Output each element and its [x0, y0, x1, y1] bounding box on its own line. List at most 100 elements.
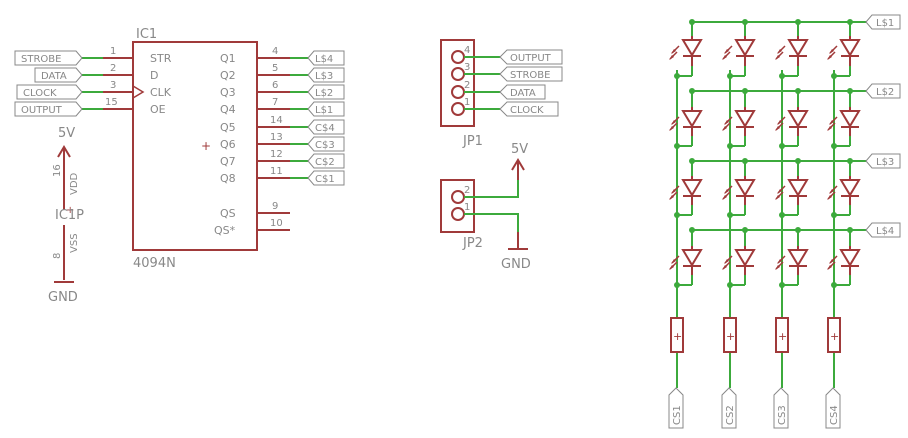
pin-number: 2 — [110, 63, 116, 74]
pin-number: 1 — [464, 202, 470, 213]
pin-name: QS — [220, 207, 236, 220]
svg-text:DATA: DATA — [41, 71, 67, 82]
pin-number: 15 — [105, 97, 118, 108]
pin-name: CLK — [150, 86, 172, 99]
vdd-pin-number: 16 — [52, 164, 63, 177]
led-icon — [827, 107, 861, 136]
led-icon — [775, 176, 809, 205]
net-label-c4: C$4 — [307, 119, 345, 135]
jp1-pins: 4 3 2 1 — [451, 45, 500, 116]
pin-name: D — [150, 69, 158, 82]
junction-dot — [831, 282, 837, 288]
net-label-strobe: STROBE — [14, 50, 83, 66]
junction-dot — [847, 158, 853, 164]
net-label-cs4: CS4 — [825, 387, 841, 429]
svg-text:CLOCK: CLOCK — [510, 105, 544, 116]
jp1-name: JP1 — [462, 134, 483, 149]
ic1-right-net-labels: L$4 L$3 L$2 L$1 C$4 C$3 — [307, 50, 345, 186]
junction-dot — [831, 73, 837, 79]
supply-5v-label: 5V — [58, 126, 75, 141]
vss-label: VSS — [69, 233, 80, 253]
resistor-mark: + — [673, 330, 682, 343]
junction-dot — [689, 158, 695, 164]
led-icon — [827, 246, 861, 275]
junction-dot — [847, 88, 853, 94]
junction-dot — [727, 143, 733, 149]
resistor-mark: + — [830, 330, 839, 343]
led-icon — [722, 246, 756, 275]
svg-text:L$2: L$2 — [315, 88, 333, 99]
pin-name: Q7 — [220, 155, 236, 168]
pin-number: 14 — [270, 115, 283, 126]
junction-dot — [742, 88, 748, 94]
ground-label: GND — [501, 257, 531, 272]
svg-text:L$4: L$4 — [315, 54, 333, 65]
led-icon — [669, 107, 703, 136]
net-label-strobe: STROBE — [499, 66, 563, 82]
pin-number: 3 — [464, 62, 470, 73]
junction-dot — [742, 158, 748, 164]
pin-number: 4 — [464, 45, 470, 56]
net-label-l4: L$4 — [865, 222, 901, 238]
pin-number: 4 — [272, 46, 278, 57]
resistor-icon: + — [827, 317, 841, 353]
junction-dot — [779, 143, 785, 149]
ic1-left-pins: 1 2 3 15 STR D CLK OE — [82, 46, 172, 116]
led-matrix: ++++ L$1 L$2 L$3 L$4 CS1 — [668, 14, 901, 429]
jp1: JP1 4 3 2 1 OUTPUT STROBE — [440, 39, 563, 149]
svg-text:L$2: L$2 — [876, 87, 894, 98]
net-label-data: DATA — [34, 67, 83, 83]
junction-dot — [727, 73, 733, 79]
ic1p-name: IC1P — [55, 208, 84, 223]
led-icon — [775, 36, 809, 66]
svg-text:DATA: DATA — [510, 88, 536, 99]
led-icon — [669, 246, 703, 275]
ic1-right-pins: 4 5 6 7 14 13 12 11 9 10 Q1 Q2 Q3 Q4 Q5 … — [214, 46, 308, 237]
pin-name: Q2 — [220, 69, 236, 82]
led-icon — [669, 176, 703, 205]
svg-text:CLOCK: CLOCK — [23, 88, 57, 99]
junction-dot — [795, 19, 801, 25]
led-icon — [827, 176, 861, 205]
junction-dot — [689, 19, 695, 25]
net-label-l1: L$1 — [865, 14, 901, 30]
ic1-value: 4094N — [133, 256, 176, 271]
svg-text:L$3: L$3 — [315, 71, 333, 82]
svg-text:CS1: CS1 — [672, 405, 683, 425]
resistor-mark: + — [778, 330, 787, 343]
net-label-l1: L$1 — [307, 101, 345, 117]
matrix-row-labels: L$1 L$2 L$3 L$4 — [865, 14, 901, 238]
junction-dot — [779, 282, 785, 288]
ic1p-power: 5V GND + IC1P 16 VDD 8 VSS — [48, 126, 84, 305]
net-label-c2: C$2 — [307, 153, 345, 169]
ic1-body — [132, 41, 258, 251]
pin-name: STR — [150, 52, 172, 65]
pin-number: 12 — [270, 149, 283, 160]
junction-dot — [727, 282, 733, 288]
svg-text:C$2: C$2 — [315, 157, 335, 168]
svg-text:L$3: L$3 — [876, 157, 894, 168]
pin-name: Q1 — [220, 52, 236, 65]
ic1-name: IC1 — [136, 27, 157, 42]
pin-number: 13 — [270, 132, 283, 143]
svg-text:CS2: CS2 — [725, 405, 736, 425]
junction-dot — [831, 143, 837, 149]
clock-input-triangle — [132, 85, 145, 99]
net-label-output: OUTPUT — [499, 49, 563, 65]
junction-dot — [674, 212, 680, 218]
svg-text:C$1: C$1 — [315, 174, 335, 185]
net-label-l3: L$3 — [865, 153, 901, 169]
matrix-column-labels: CS1 CS2 CS3 CS4 — [668, 387, 841, 429]
ground-label: GND — [48, 290, 78, 305]
pin-number: 1 — [110, 46, 116, 57]
junction-dot — [742, 227, 748, 233]
pin-number: 11 — [270, 166, 283, 177]
led-icon — [722, 107, 756, 136]
junction-dot — [847, 227, 853, 233]
led-icon — [722, 36, 756, 66]
svg-text:C$3: C$3 — [315, 140, 335, 151]
pin-number: 6 — [272, 80, 278, 91]
net-label-l3: L$3 — [307, 67, 345, 83]
svg-text:OUTPUT: OUTPUT — [21, 105, 63, 116]
